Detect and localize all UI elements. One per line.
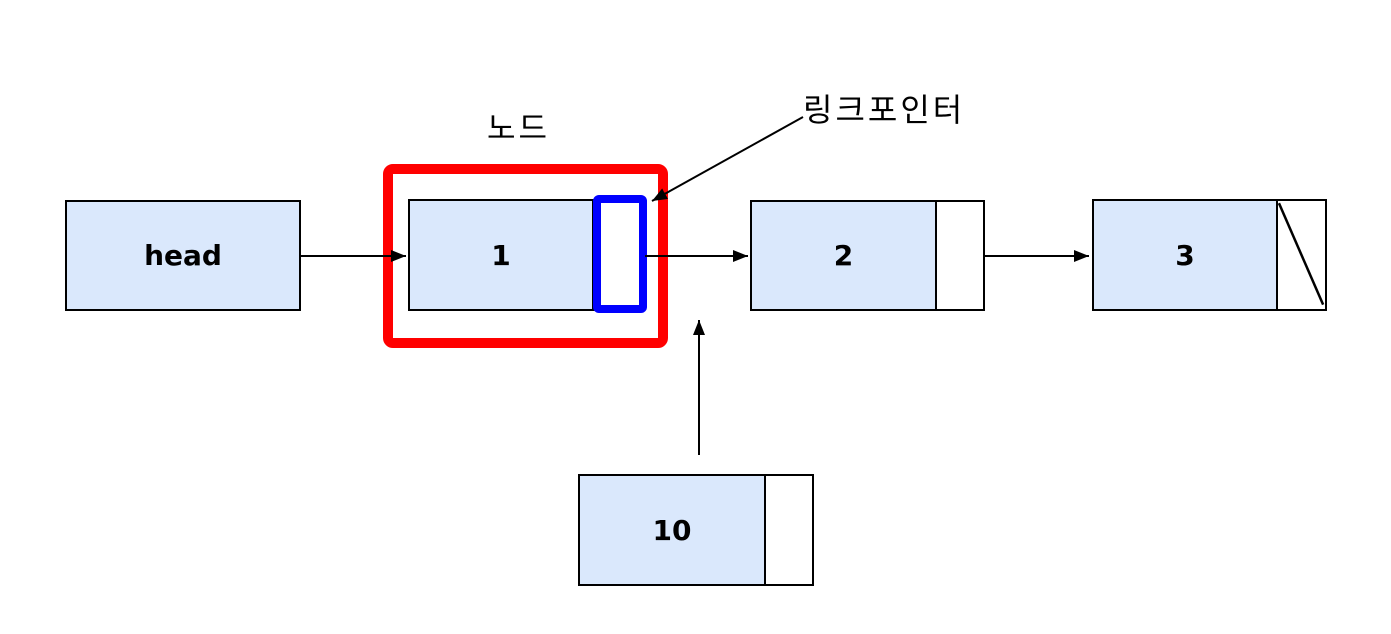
- link-pointer-callout-arrow: [651, 116, 804, 202]
- node-3-box: 3: [1092, 199, 1327, 311]
- node-2-value-cell: 2: [752, 202, 935, 309]
- node-3-pointer-cell: [1276, 201, 1325, 309]
- head-box: head: [65, 200, 301, 311]
- node-3-value-cell: 3: [1094, 201, 1276, 309]
- node-10-box: 10: [578, 474, 814, 586]
- link-pointer-outline: [593, 195, 647, 313]
- link-pointer-annotation-label: 링크포인터: [803, 91, 966, 129]
- node-10-pointer-cell: [764, 476, 812, 584]
- null-pointer-slash: [1278, 201, 1325, 309]
- node-2-box: 2: [750, 200, 985, 311]
- node-1-box: 1: [408, 199, 645, 311]
- node-1-value-cell: 1: [410, 201, 592, 309]
- head-label: head: [67, 202, 299, 309]
- node-2-pointer-cell: [935, 202, 983, 309]
- node-10-value-cell: 10: [580, 476, 764, 584]
- node-annotation-label: 노드: [487, 111, 551, 147]
